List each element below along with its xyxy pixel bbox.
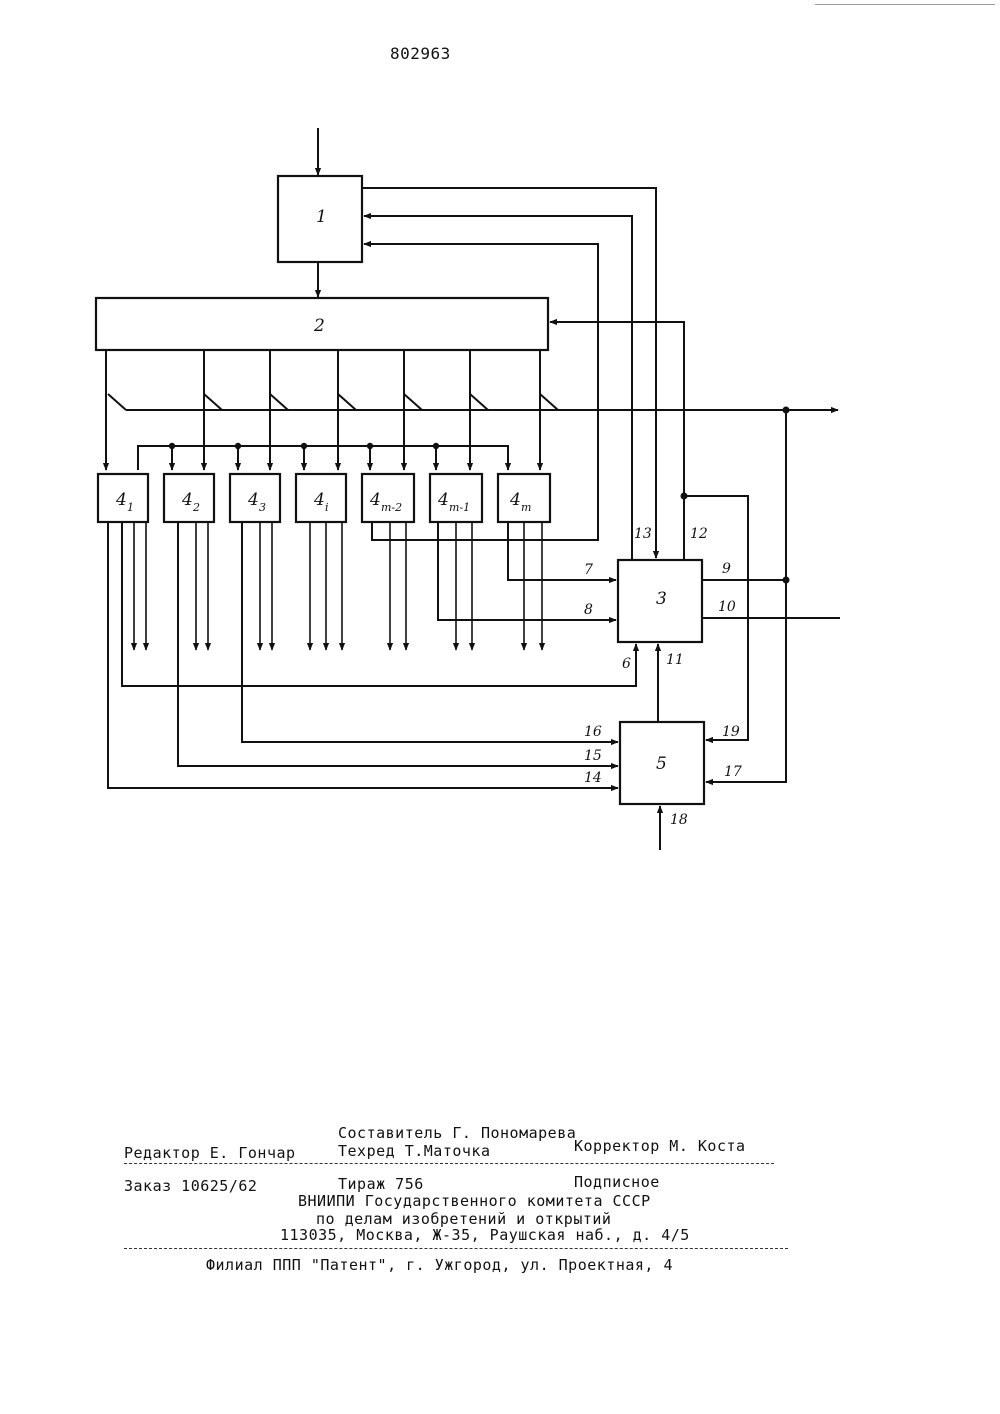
footer-composer: Составитель Г. Пономарева	[338, 1124, 576, 1142]
footer-techred: Техред Т.Маточка	[338, 1142, 491, 1160]
wire-16	[242, 522, 618, 742]
sig-label-14: 14	[584, 770, 602, 786]
sig-label-18: 18	[670, 812, 688, 828]
block-4-i-sub: i	[325, 501, 329, 514]
block-4-3-sub: 3	[259, 501, 266, 514]
block-4-m2-sub: m-2	[381, 501, 402, 514]
footer-address: 113035, Москва, Ж-35, Раушская наб., д. …	[280, 1226, 690, 1244]
sig-label-10: 10	[718, 599, 736, 615]
tap-m2	[404, 394, 422, 410]
control-bus	[138, 446, 508, 470]
tap-1	[108, 394, 126, 410]
wire-6	[122, 522, 636, 686]
sig-label-12: 12	[690, 526, 708, 542]
sig-label-6: 6	[622, 656, 631, 672]
block-4-m	[498, 474, 550, 522]
sig-label-7: 7	[584, 562, 593, 578]
sig-label-15: 15	[584, 748, 602, 764]
wire-15	[178, 522, 618, 766]
block-4-1-label: 4	[115, 490, 127, 510]
footer-org-line1: ВНИИПИ Государственного комитета СССР	[298, 1192, 651, 1210]
sig-label-13: 13	[634, 526, 652, 542]
block-2-label: 2	[313, 316, 325, 336]
block-5-label: 5	[656, 754, 667, 774]
sig-label-16: 16	[584, 724, 602, 740]
ctrl-dot-i	[301, 443, 307, 449]
wire-bus-to-17	[706, 410, 786, 782]
tap-m	[540, 394, 558, 410]
sig-label-8: 8	[584, 602, 593, 618]
sig-label-9: 9	[722, 561, 731, 577]
sig-label-11: 11	[666, 652, 684, 668]
block-4-m1-label: 4	[437, 490, 449, 510]
footer-rule-2	[124, 1248, 788, 1249]
block-4-3-label: 4	[247, 490, 259, 510]
footer-branch: Филиал ППП "Патент", г. Ужгород, ул. Про…	[206, 1256, 673, 1274]
block-4-m-label: 4	[509, 490, 521, 510]
ctrl-dot-2	[169, 443, 175, 449]
block-4-2-label: 4	[181, 490, 193, 510]
sig-label-17: 17	[724, 764, 742, 780]
footer-subscription: Подписное	[574, 1173, 660, 1191]
tap-i	[338, 394, 356, 410]
sig-label-19: 19	[722, 724, 740, 740]
footer-corrector: Корректор М. Коста	[574, 1137, 746, 1155]
tap-3	[270, 394, 288, 410]
footer-order: Заказ 10625/62	[124, 1177, 257, 1195]
tap-2	[204, 394, 222, 410]
block-4-i-label: 4	[313, 490, 325, 510]
footer-rule-1	[124, 1163, 774, 1164]
block-1-label: 1	[316, 207, 327, 227]
tap-m1	[470, 394, 488, 410]
block-3-label: 3	[656, 589, 667, 609]
ctrl-dot-m1	[433, 443, 439, 449]
ctrl-dot-m2	[367, 443, 373, 449]
block-4-m1-sub: m-1	[449, 501, 470, 514]
junction-9	[783, 577, 790, 584]
footer-circulation: Тираж 756	[338, 1175, 424, 1193]
wire-12-to-2	[550, 322, 684, 560]
footer-editor: Редактор Е. Гончар	[124, 1144, 296, 1162]
block-4-m2-label: 4	[369, 490, 381, 510]
ctrl-dot-3	[235, 443, 241, 449]
block-4-m-sub: m	[521, 501, 531, 514]
block-4-2-sub: 2	[192, 501, 200, 514]
block-4-1-sub: 1	[127, 501, 134, 514]
